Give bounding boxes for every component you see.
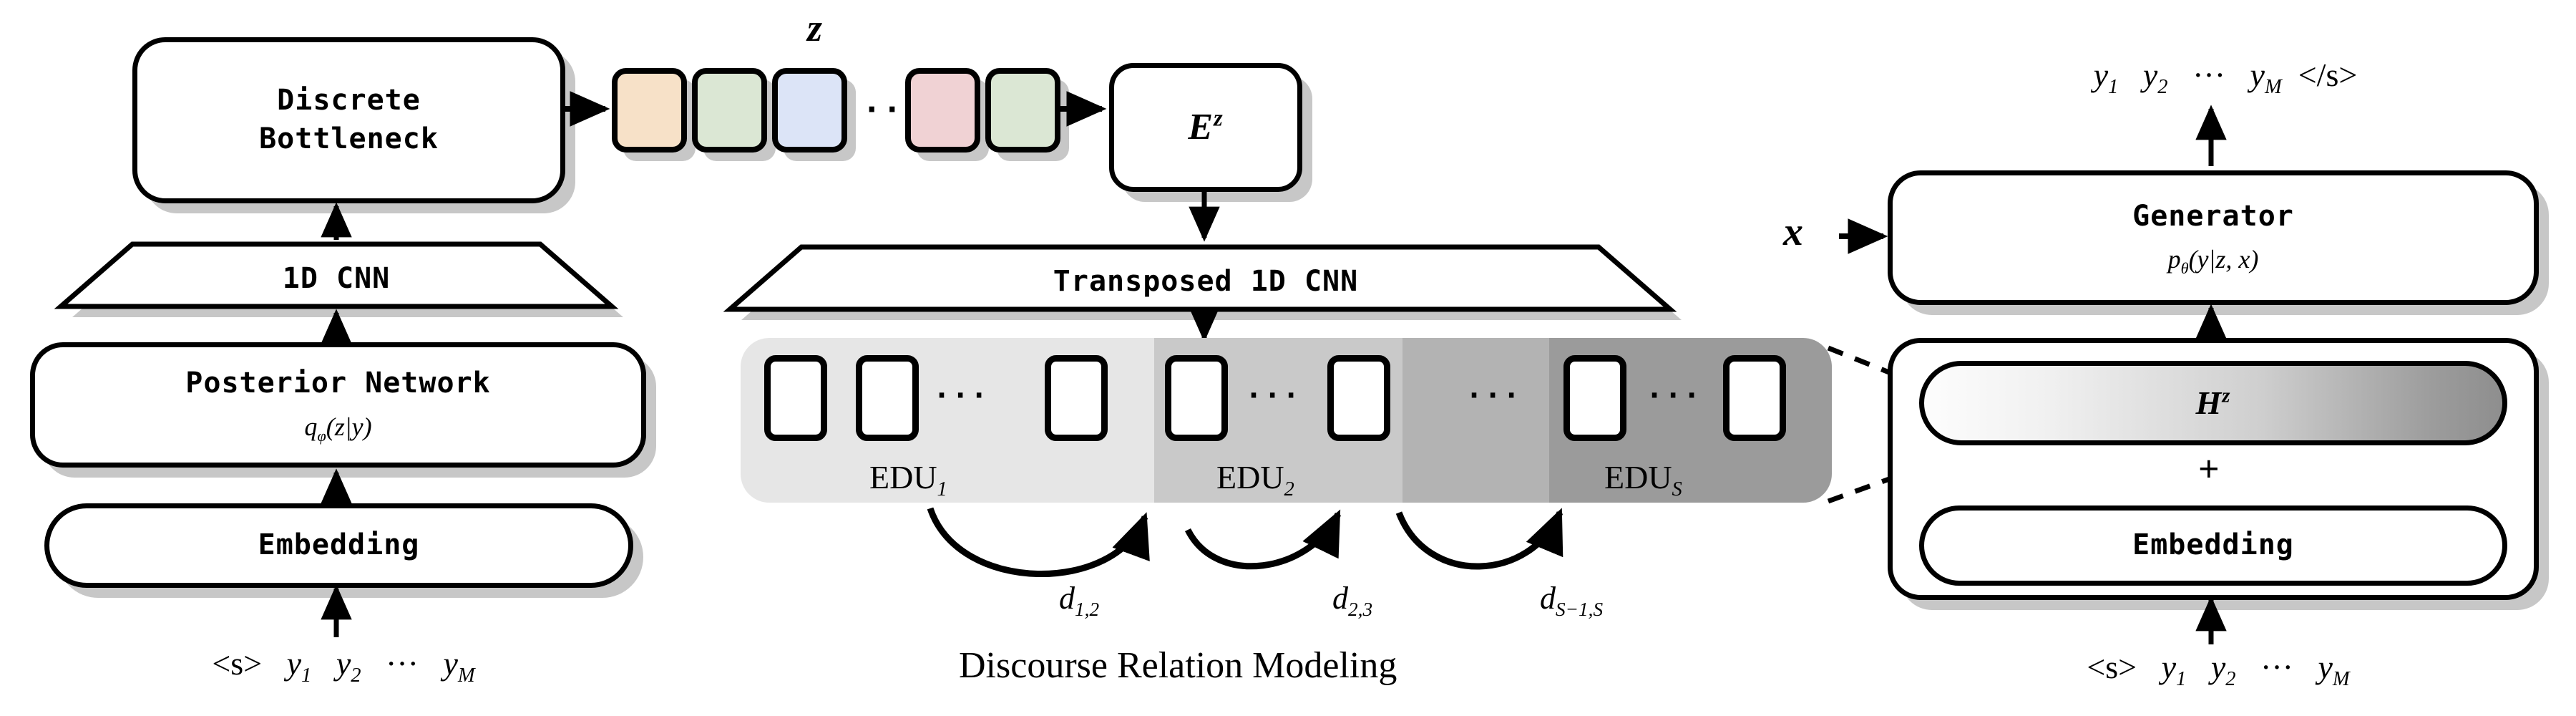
edu-ellipsis-3: ···: [1465, 379, 1522, 412]
edu-token[interactable]: [1327, 355, 1390, 441]
edu-label-1: EDU1: [869, 459, 947, 501]
edu-segment-gap[interactable]: [1402, 338, 1549, 503]
edu-token[interactable]: [1563, 355, 1626, 441]
edu-ellipsis-4: ···: [1646, 379, 1702, 412]
dec-token-y1: y1: [2161, 649, 2187, 691]
generator-box[interactable]: Generator pθ(y|z, x): [1888, 170, 2539, 305]
out-token-yM: yM: [2250, 57, 2282, 99]
token-yM: yM: [443, 645, 475, 687]
edu-token[interactable]: [856, 355, 919, 441]
latent-chip-1[interactable]: [612, 68, 687, 153]
discrete-bottleneck-box[interactable]: Discrete Bottleneck: [132, 37, 565, 203]
latent-chip-2[interactable]: [692, 68, 767, 153]
out-token-eos: </s>: [2298, 57, 2358, 93]
latent-chip-4[interactable]: [905, 68, 980, 153]
edu-label-2: EDU2: [1216, 459, 1294, 501]
encoder-embedding-box[interactable]: Embedding: [44, 503, 633, 588]
posterior-network-label: Posterior Network: [185, 367, 491, 400]
generator-label: Generator: [2132, 199, 2294, 233]
token-y1: y1: [286, 645, 312, 687]
decoder-input-tokens: <s> y1 y2 ··· yM: [1903, 648, 2533, 691]
edu-token[interactable]: [1723, 355, 1786, 441]
decoder-embedding-label: Embedding: [2132, 528, 2294, 562]
edu-ellipsis-1: ···: [933, 379, 990, 412]
edu-token[interactable]: [1045, 355, 1108, 441]
dec-token-bos: <s>: [2087, 649, 2137, 685]
dec-token-ellipsis: ···: [2260, 649, 2293, 685]
discrete-bottleneck-label: Discrete Bottleneck: [259, 84, 439, 155]
dec-token-y2: y2: [2210, 649, 2236, 691]
relation-label-1: d1,2: [1059, 581, 1100, 620]
hz-representation-pill[interactable]: Hz: [1919, 361, 2507, 445]
token-ellipsis: ···: [386, 645, 419, 682]
out-token-ellipsis: ···: [2192, 57, 2226, 93]
cnn-1d-label: 1D CNN: [282, 262, 391, 295]
latent-chip-3[interactable]: [772, 68, 847, 153]
edu-ellipsis-2: ···: [1245, 379, 1302, 412]
hz-label: Hz: [2195, 384, 2231, 422]
plus-operator-icon: +: [2198, 449, 2220, 490]
latent-z-symbol: z: [807, 6, 823, 49]
transposed-cnn-label: Transposed 1D CNN: [1053, 265, 1359, 298]
figure-caption: Discourse Relation Modeling: [959, 645, 1397, 686]
encoder-embedding-label: Embedding: [258, 528, 420, 562]
latent-embedding-label: Ez: [1188, 105, 1224, 148]
generator-output-tokens: y1 y2 ··· yM </s>: [1911, 56, 2540, 99]
relation-label-2: d2,3: [1332, 581, 1373, 620]
relation-label-3: dS−1,S: [1540, 581, 1604, 620]
decoder-embedding-box[interactable]: Embedding: [1919, 505, 2507, 586]
edu-token[interactable]: [764, 355, 827, 441]
token-bos: <s>: [212, 645, 263, 682]
generator-formula: pθ(y|z, x): [2167, 245, 2259, 278]
posterior-network-box[interactable]: Posterior Network qφ(z|y): [30, 342, 646, 468]
posterior-network-formula: qφ(z|y): [304, 412, 372, 445]
dec-token-yM: yM: [2318, 649, 2350, 691]
context-x-symbol: x: [1783, 210, 1803, 254]
latent-embedding-box[interactable]: Ez: [1109, 63, 1302, 192]
encoder-input-tokens: <s> y1 y2 ··· yM: [43, 644, 644, 687]
token-y2: y2: [336, 645, 361, 687]
edu-label-s: EDUS: [1604, 459, 1682, 501]
out-token-y2: y2: [2142, 57, 2168, 99]
edu-token[interactable]: [1165, 355, 1228, 441]
latent-chip-5[interactable]: [985, 68, 1060, 153]
out-token-y1: y1: [2093, 57, 2119, 99]
